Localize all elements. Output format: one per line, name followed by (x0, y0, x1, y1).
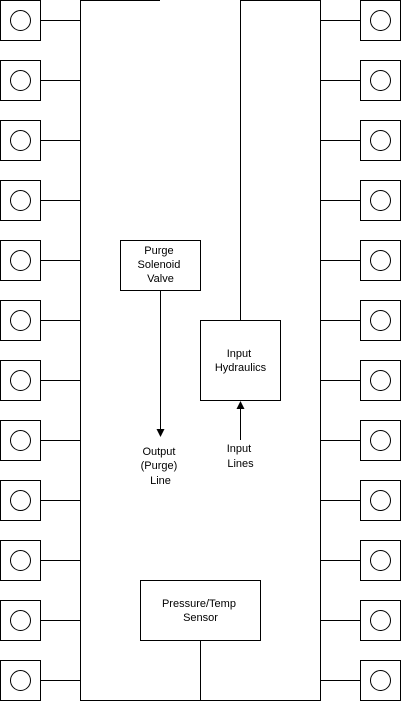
right-port-9[interactable] (320, 480, 401, 521)
port-circle-icon (370, 430, 391, 451)
port-circle-icon (370, 370, 391, 391)
input-hydraulics-box[interactable] (200, 320, 281, 401)
right-port-3[interactable] (320, 120, 401, 161)
port-circle-icon (370, 670, 391, 691)
port-circle-icon (10, 130, 31, 151)
port-circle-icon (370, 490, 391, 511)
port-circle-icon (10, 490, 31, 511)
purge-solenoid-valve-box[interactable] (120, 240, 201, 291)
port-circle-icon (10, 610, 31, 631)
port-circle-icon (370, 250, 391, 271)
right-port-5[interactable] (320, 240, 401, 281)
port-circle-icon (370, 70, 391, 91)
right-port-12[interactable] (320, 660, 401, 701)
left-port-10[interactable] (0, 540, 81, 581)
port-circle-icon (10, 550, 31, 571)
pressure-temp-sensor-label: Pressure/Temp Sensor (162, 598, 239, 624)
left-port-7[interactable] (0, 360, 81, 401)
port-circle-icon (10, 670, 31, 691)
input-hydraulics-label: Input Hydraulics (215, 348, 267, 374)
left-port-4[interactable] (0, 180, 81, 221)
left-port-5[interactable] (0, 240, 81, 281)
right-port-4[interactable] (320, 180, 401, 221)
left-port-12[interactable] (0, 660, 81, 701)
port-circle-icon (370, 130, 391, 151)
port-circle-icon (370, 190, 391, 211)
right-port-6[interactable] (320, 300, 401, 341)
port-circle-icon (370, 550, 391, 571)
port-circle-icon (10, 10, 31, 31)
right-port-10[interactable] (320, 540, 401, 581)
port-circle-icon (10, 250, 31, 271)
port-circle-icon (10, 310, 31, 331)
pressure-temp-sensor-box[interactable] (140, 580, 261, 641)
port-circle-icon (10, 190, 31, 211)
left-port-column (0, 0, 81, 701)
manifold-body-outline (80, 0, 321, 701)
purge-solenoid-valve-label: Purge Solenoid Valve (138, 245, 184, 285)
right-port-8[interactable] (320, 420, 401, 461)
left-port-6[interactable] (0, 300, 81, 341)
port-circle-icon (10, 70, 31, 91)
right-port-2[interactable] (320, 60, 401, 101)
left-port-1[interactable] (0, 0, 81, 41)
left-port-3[interactable] (0, 120, 81, 161)
left-port-8[interactable] (0, 420, 81, 461)
port-circle-icon (370, 610, 391, 631)
output-purge-line-label: Output (Purge) Line (141, 446, 181, 487)
input-lines-label: Input Lines (227, 443, 255, 470)
left-port-2[interactable] (0, 60, 81, 101)
left-port-9[interactable] (0, 480, 81, 521)
port-circle-icon (10, 430, 31, 451)
left-port-11[interactable] (0, 600, 81, 641)
right-port-column (320, 0, 401, 701)
port-box (0, 480, 41, 521)
right-port-1[interactable] (320, 0, 401, 41)
port-circle-icon (370, 310, 391, 331)
right-port-7[interactable] (320, 360, 401, 401)
right-port-11[interactable] (320, 600, 401, 641)
port-circle-icon (10, 370, 31, 391)
port-circle-icon (370, 10, 391, 31)
